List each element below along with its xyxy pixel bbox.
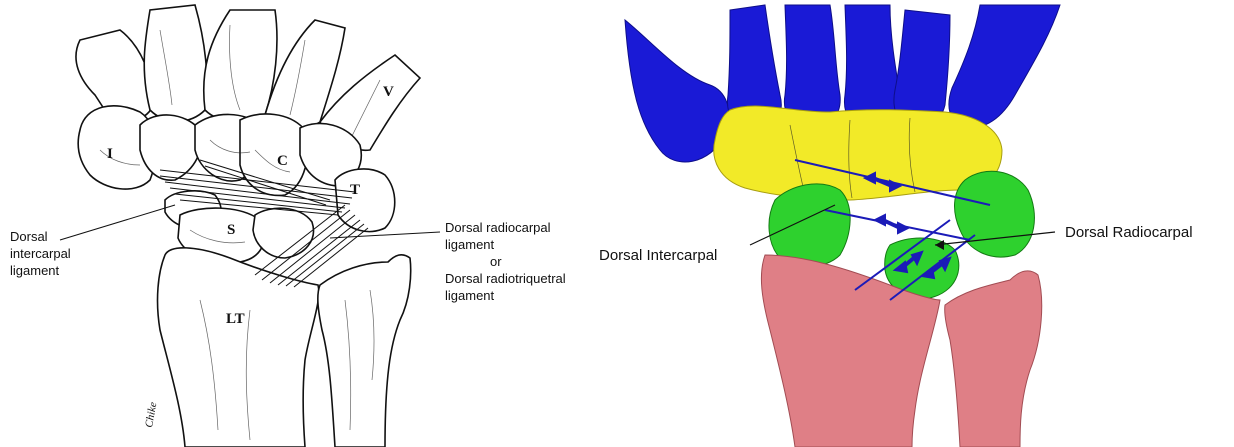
bone-label-t: T [350, 182, 360, 198]
bone-label-lt: LT [226, 311, 245, 327]
distal-carpal-row-yellow [714, 106, 1002, 200]
model-svg: Dorsal Intercarpal Dorsal Radiocarpal [590, 0, 1234, 447]
radiocarpal-label-line-1: Dorsal radiocarpal [445, 220, 551, 235]
dorsal-intercarpal-label: Dorsal Intercarpal [599, 247, 717, 264]
bone-label-v: V [383, 84, 394, 100]
bone-label-s: S [227, 222, 235, 238]
radiocarpal-label-line-5: ligament [445, 288, 495, 303]
radiocarpal-label-line-3: or [490, 254, 502, 269]
forearm-bones [158, 248, 411, 447]
radiocarpal-label-line-4: Dorsal radiotriquetral [445, 271, 566, 286]
artist-signature: Chike [143, 401, 159, 428]
illustration-svg: I V C T S LT Dorsal intercarpal ligament… [0, 0, 600, 447]
bone-label-i: I [107, 146, 113, 162]
dorsal-wrist-illustration: I V C T S LT Dorsal intercarpal ligament… [0, 0, 600, 447]
intercarpal-label-line-2: intercarpal [10, 246, 71, 261]
wrist-3d-model: Dorsal Intercarpal Dorsal Radiocarpal [590, 0, 1234, 447]
dorsal-radiocarpal-label: Dorsal Radiocarpal [1065, 224, 1193, 241]
intercarpal-label-line-1: Dorsal [10, 229, 48, 244]
intercarpal-leader-line [60, 205, 175, 240]
bone-label-c: C [277, 153, 288, 169]
radiocarpal-leader-line [330, 232, 440, 238]
intercarpal-label-line-3: ligament [10, 263, 60, 278]
radiocarpal-label-line-2: ligament [445, 237, 495, 252]
